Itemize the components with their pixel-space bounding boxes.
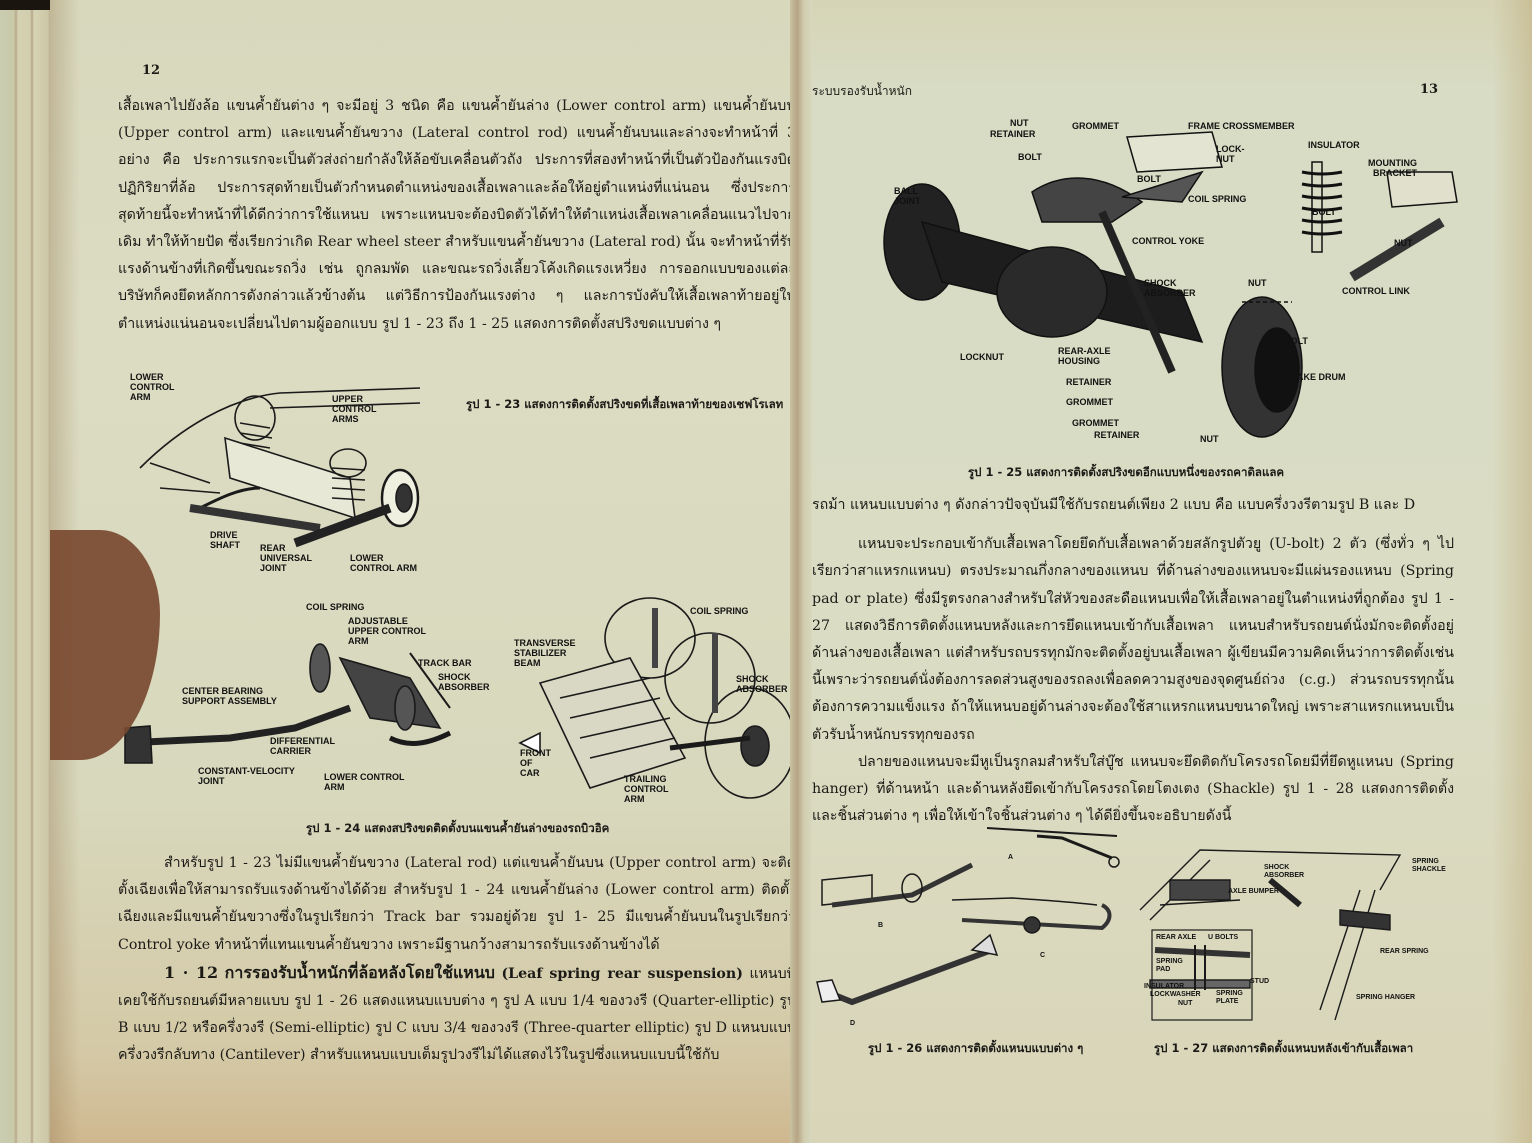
caption-figure-1-25: รูป 1 - 25 แสดงการติดตั้งสปริงขดอีกแบบหน… bbox=[968, 465, 1285, 479]
section-number: 1 · 12 bbox=[164, 962, 219, 982]
caption-figure-1-26: รูป 1 - 26 แสดงการติดตั้งแหนบแบบต่าง ๆ bbox=[868, 1041, 1084, 1055]
label-bolt-3: BOLT bbox=[1312, 207, 1336, 217]
label-shock-absorber-right: SHOCK ABSORBER bbox=[736, 674, 788, 694]
label-nut-2: NUT bbox=[1394, 238, 1413, 248]
label-spring-shackle: SPRING SHACKLE bbox=[1412, 858, 1446, 873]
label-nut-4: NUT bbox=[1200, 434, 1219, 444]
label-drive-shaft: DRIVE SHAFT bbox=[210, 530, 240, 550]
label-coil-spring: COIL SPRING bbox=[1188, 194, 1247, 204]
label-coil-spring-right: COIL SPRING bbox=[690, 606, 749, 616]
label-frame-crossmember: FRAME CROSSMEMBER bbox=[1188, 121, 1295, 131]
figure-1-24: COIL SPRING ADJUSTABLE UPPER CONTROL ARM… bbox=[110, 597, 810, 843]
figure-1-23: LOWER CONTROL ARM UPPER CONTROL ARMS DRI… bbox=[120, 368, 810, 583]
label-control-link: CONTROL LINK bbox=[1342, 286, 1410, 296]
label-type-a: A bbox=[1008, 854, 1014, 861]
label-rear-spring: REAR SPRING bbox=[1380, 948, 1429, 955]
cadillac-rear-axle-illustration-icon bbox=[883, 131, 1458, 438]
label-locknut: LOCK- NUT bbox=[1216, 144, 1245, 164]
label-u-bolts: U BOLTS bbox=[1208, 934, 1239, 941]
label-shock-absorber: SHOCK ABSORBER bbox=[1144, 278, 1196, 298]
label-shock-absorber: SHOCK ABSORBER bbox=[1264, 864, 1305, 879]
label-constant-velocity-joint: CONSTANT-VELOCITY JOINT bbox=[198, 766, 295, 786]
paragraph: ปลายของแหนบจะมีหูเป็นรูกลมสำหรับใส่บู๊ช … bbox=[812, 753, 1454, 825]
section-paragraph: 1 · 12 การรองรับน้ำหนักที่ล้อหลังโดยใช้แ… bbox=[118, 959, 796, 1070]
label-stud: STUD bbox=[1250, 978, 1270, 985]
label-rear-axle-housing: REAR-AXLE HOUSING bbox=[1058, 346, 1111, 366]
label-insulator: INSULATOR bbox=[1144, 983, 1185, 990]
label-track-bar: TRACK BAR bbox=[418, 658, 472, 668]
label-axle-bumper: AXLE BUMPER bbox=[1228, 888, 1279, 895]
label-insulator: INSULATOR bbox=[1308, 140, 1360, 150]
paragraph: สำหรับรูป 1 - 23 ไม่มีแขนค้ำยันขวาง (Lat… bbox=[118, 855, 796, 953]
label-bolt: BOLT bbox=[1018, 152, 1042, 162]
right-page: ระบบรองรับน้ำหนัก 13 bbox=[812, 0, 1532, 1143]
rear-suspension-illustration-icon bbox=[139, 387, 421, 548]
page-number-right: 13 bbox=[1420, 82, 1439, 97]
label-retainer: RETAINER bbox=[990, 129, 1036, 139]
label-spring-plate: SPRING PLATE bbox=[1216, 990, 1243, 1005]
label-rear-axle: REAR AXLE bbox=[1156, 934, 1197, 941]
label-trailing-control-arm: TRAILING CONTROL ARM bbox=[624, 774, 669, 804]
label-type-b: B bbox=[878, 922, 884, 929]
figure-1-27: SHOCK ABSORBER SPRING SHACKLE AXLE BUMPE… bbox=[1139, 849, 1470, 1060]
label-locknut-2: LOCKNUT bbox=[960, 352, 1004, 362]
label-differential-carrier: DIFFERENTIAL CARRIER bbox=[270, 736, 335, 756]
caption-figure-1-24: รูป 1 - 24 แสดงสปริงขดติดตั้งบนแขนค้ำยัน… bbox=[306, 821, 610, 835]
left-figure-discussion: สำหรับรูป 1 - 23 ไม่มีแขนค้ำยันขวาง (Lat… bbox=[118, 850, 796, 1070]
label-coil-spring: COIL SPRING bbox=[306, 602, 365, 612]
label-lower-control-arm-2: LOWER CONTROL ARM bbox=[350, 553, 417, 573]
label-front-of-car: FRONT OF CAR bbox=[520, 748, 551, 778]
label-upper-control-arms: UPPER CONTROL ARMS bbox=[332, 394, 377, 424]
caption-figure-1-27: รูป 1 - 27 แสดงการติดตั้งแหนบหลังเข้ากับ… bbox=[1154, 1041, 1414, 1055]
label-type-c: C bbox=[1040, 952, 1046, 959]
figure-1-25: NUT RETAINER GROMMET BOLT FRAME CROSSMEM… bbox=[882, 112, 1502, 482]
label-transverse-stabilizer-beam: TRANSVERSE STABILIZER BEAM bbox=[514, 638, 576, 668]
caption-figure-1-23: รูป 1 - 23 แสดงการติดตั้งสปริงขดที่เสื้อ… bbox=[466, 397, 784, 411]
section-title: การรองรับน้ำหนักที่ล้อหลังโดยใช้แหนบ bbox=[224, 962, 495, 982]
label-retainer-2: RETAINER bbox=[1066, 377, 1112, 387]
label-mounting-bracket: MOUNTING BRACKET bbox=[1368, 158, 1417, 178]
label-nut: NUT bbox=[1178, 1000, 1193, 1007]
label-control-yoke: CONTROL YOKE bbox=[1132, 236, 1205, 246]
label-retainer-3: RETAINER bbox=[1094, 430, 1140, 440]
label-type-d: D bbox=[850, 1020, 856, 1027]
book-gutter bbox=[790, 0, 814, 1143]
label-brake-drum: BRAKE DRUM bbox=[1284, 372, 1346, 382]
left-page: 12 เสื้อเพลาไปยังล้อ แขนค้ำยันต่าง ๆ จะม… bbox=[50, 0, 796, 1143]
paragraph: รถม้า แหนบแบบต่าง ๆ ดังกล่าวปัจจุบันมีใช… bbox=[812, 497, 1416, 513]
right-body-text: รถม้า แหนบแบบต่าง ๆ ดังกล่าวปัจจุบันมีใช… bbox=[812, 492, 1454, 830]
page-number-left: 12 bbox=[142, 63, 161, 78]
running-head: ระบบรองรับน้ำหนัก bbox=[812, 84, 913, 98]
label-grommet-2: GROMMET bbox=[1066, 397, 1113, 407]
rear-leaf-spring-mounting-illustration-icon bbox=[1139, 849, 1402, 1021]
label-rear-universal-joint: REAR UNIVERSAL JOINT bbox=[260, 543, 313, 573]
left-intro-paragraph: เสื้อเพลาไปยังล้อ แขนค้ำยันต่าง ๆ จะมีอย… bbox=[118, 93, 796, 338]
label-nut: NUT bbox=[1010, 118, 1029, 128]
label-adjustable-upper-control-arm: ADJUSTABLE UPPER CONTROL ARM bbox=[348, 616, 427, 646]
label-grommet: GROMMET bbox=[1072, 121, 1119, 131]
label-shock-absorber: SHOCK ABSORBER bbox=[438, 672, 490, 692]
label-spring-pad: SPRING PAD bbox=[1156, 958, 1183, 973]
leaf-spring-types-illustration-icon bbox=[816, 827, 1120, 1006]
label-bolt-2: BOLT bbox=[1137, 174, 1161, 184]
figure-1-26: A B C D รูป 1 - 26 แสดงการติดตั้งแหนบแบบ… bbox=[812, 820, 1132, 1060]
label-lockwasher: LOCKWASHER bbox=[1150, 991, 1201, 998]
section-text: แหนบที่เคยใช้กับรถยนต์มีหลายแบบ รูป 1 - … bbox=[118, 965, 796, 1064]
label-ball-joint: BALL JOINT bbox=[894, 186, 921, 206]
paragraph: แหนบจะประกอบเข้ากับเสื้อเพลาโดยยึดกับเสื… bbox=[812, 536, 1454, 743]
stacked-page-edges bbox=[0, 10, 56, 1143]
label-nut-3: NUT bbox=[1248, 278, 1267, 288]
label-spring-hanger: SPRING HANGER bbox=[1356, 994, 1416, 1001]
label-lower-control-arm: LOWER CONTROL ARM bbox=[130, 372, 175, 402]
label-grommet-3: GROMMET bbox=[1072, 418, 1119, 428]
label-lower-control-arm: LOWER CONTROL ARM bbox=[324, 772, 405, 792]
paragraph: เสื้อเพลาไปยังล้อ แขนค้ำยันต่าง ๆ จะมีอย… bbox=[118, 98, 796, 332]
label-center-bearing: CENTER BEARING SUPPORT ASSEMBLY bbox=[182, 686, 277, 706]
label-bolt-4: BOLT bbox=[1284, 336, 1308, 346]
section-title-en: (Leaf spring rear suspension) bbox=[501, 965, 743, 982]
